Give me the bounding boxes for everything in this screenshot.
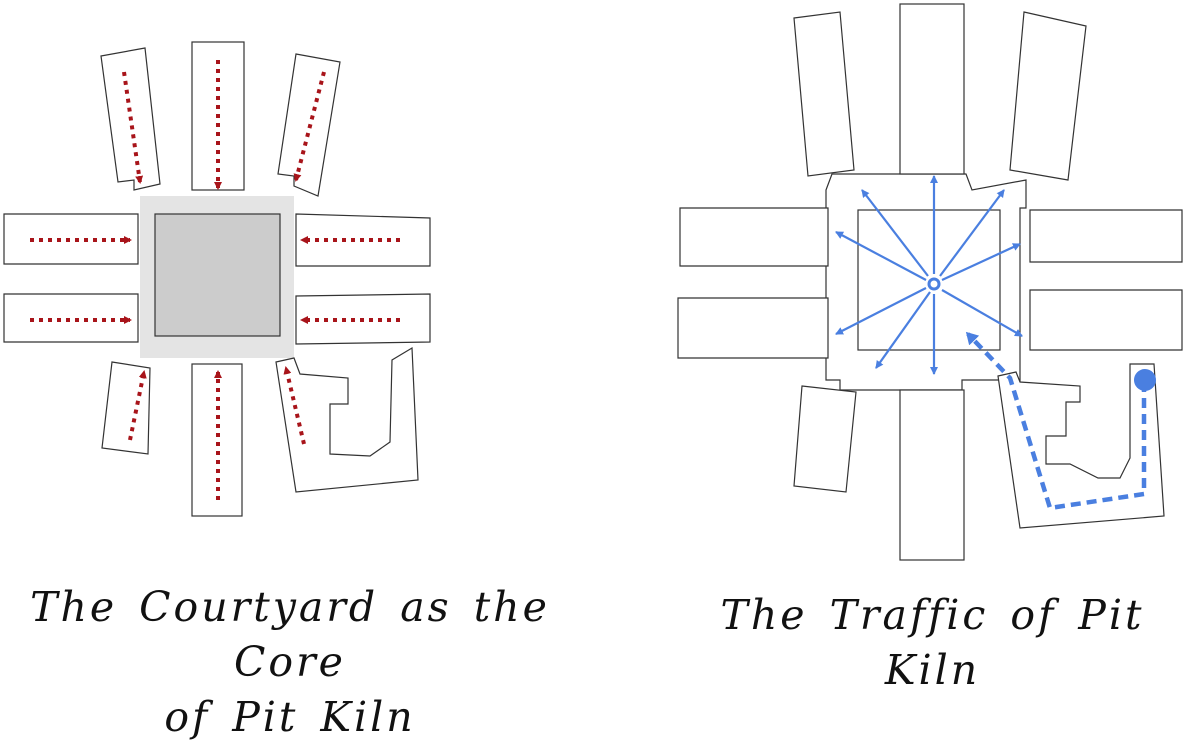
caption-courtyard-core: The Courtyard as the Core of Pit Kiln xyxy=(0,580,580,745)
traffic-arrow-ssw xyxy=(875,291,931,369)
radiating-traffic-arrows xyxy=(835,175,1023,375)
cave-room-bottom-left xyxy=(793,385,857,493)
cave-room-top-left xyxy=(793,11,855,177)
cave-room-bottom-left xyxy=(101,361,151,455)
courtyard-core-diagram: The Courtyard as the Core of Pit Kiln xyxy=(0,0,600,741)
traffic-arrow-ese xyxy=(941,289,1023,337)
entry-point-dot xyxy=(1134,369,1156,391)
courtyard xyxy=(154,213,281,337)
cave-room-left-lower xyxy=(3,293,139,343)
traffic-arrow-wsw xyxy=(835,287,927,335)
caption-traffic: The Traffic of Pit Kiln xyxy=(680,588,1185,698)
cave-room-right-upper xyxy=(1029,209,1183,263)
cave-room-top-center xyxy=(899,3,965,175)
caption-line-2: of Pit Kiln xyxy=(164,693,416,741)
courtyard-center-hub xyxy=(927,277,941,291)
inward-arrow-bottom-left xyxy=(128,370,147,441)
courtyard-core-plan xyxy=(3,41,431,517)
caption-traffic-text: The Traffic of Pit Kiln xyxy=(720,591,1145,694)
caption-line-1: The Courtyard as the Core xyxy=(30,583,550,686)
cave-room-left-upper xyxy=(3,213,139,265)
traffic-arrow-nne xyxy=(939,189,1005,277)
inward-arrow-bottom-right xyxy=(283,366,306,445)
traffic-diagram: The Traffic of Pit Kiln xyxy=(600,0,1185,700)
cave-room-top-right xyxy=(1009,11,1087,181)
cave-room-bottom-center xyxy=(191,363,243,517)
cave-room-left-upper xyxy=(679,207,829,267)
cave-room-right-lower xyxy=(1029,289,1183,351)
cave-room-left-lower xyxy=(677,297,829,359)
traffic-plan xyxy=(677,3,1183,561)
cave-room-bottom-right xyxy=(997,363,1165,529)
traffic-arrow-nnw xyxy=(861,189,929,277)
inward-arrow-top-left xyxy=(122,71,144,184)
cave-room-bottom-center xyxy=(899,389,965,561)
inward-flow-arrows xyxy=(30,60,400,500)
traffic-arrow-wnw xyxy=(835,231,927,281)
traffic-arrow-ene xyxy=(941,243,1021,281)
cave-room-bottom-right xyxy=(275,346,419,493)
inward-arrow-top-right xyxy=(293,71,326,182)
